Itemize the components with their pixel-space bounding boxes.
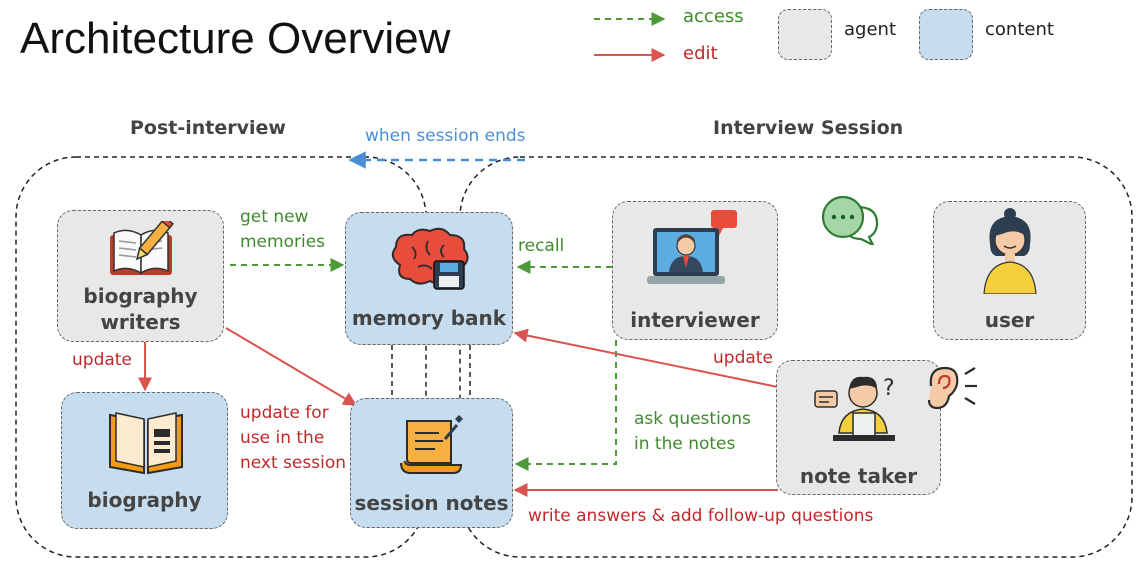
update-for-next-session-line3: next session bbox=[240, 453, 346, 473]
svg-text:?: ? bbox=[883, 376, 895, 401]
legend-content-label: content bbox=[985, 19, 1054, 40]
update-memory-bank-label: update bbox=[713, 348, 773, 368]
listening-ear-icon bbox=[927, 366, 977, 410]
book-pencil-icon bbox=[110, 221, 175, 275]
memory-bank-label: memory bank bbox=[351, 306, 507, 330]
update-for-next-session-label: update for use in the next session bbox=[240, 401, 346, 476]
get-new-memories-line1: get new bbox=[240, 207, 309, 227]
ask-questions-label: ask questions in the notes bbox=[634, 407, 751, 457]
biography-writers-line2: writers bbox=[100, 310, 181, 334]
interviewer-label: interviewer bbox=[630, 308, 760, 332]
update-biography-label: update bbox=[72, 350, 132, 370]
ask-questions-line2: in the notes bbox=[634, 434, 736, 454]
user-node[interactable]: user bbox=[933, 201, 1086, 340]
session-notes-node[interactable]: session notes bbox=[350, 398, 513, 528]
user-woman-icon bbox=[983, 208, 1037, 294]
memory-bank-node[interactable]: memory bank bbox=[345, 212, 513, 345]
interviewer-laptop-icon bbox=[647, 210, 737, 284]
scroll-icon bbox=[400, 415, 463, 474]
biography-label: biography bbox=[87, 488, 202, 512]
note-taker-node[interactable]: ? note taker bbox=[776, 360, 941, 495]
when-session-ends-label: when session ends bbox=[365, 126, 526, 146]
biography-writers-line1: biography bbox=[83, 284, 198, 308]
interviewer-node[interactable]: interviewer bbox=[612, 201, 778, 340]
legend-content-swatch bbox=[919, 9, 973, 60]
post-interview-region bbox=[15, 156, 427, 558]
interview-session-title: Interview Session bbox=[713, 117, 904, 139]
legend-agent-swatch bbox=[778, 9, 832, 60]
ask-questions-line1: ask questions bbox=[634, 409, 751, 429]
note-taker-icon: ? bbox=[814, 376, 895, 441]
legend-access-label: access bbox=[683, 6, 744, 27]
biography-writers-node[interactable]: biography writers bbox=[57, 210, 224, 342]
legend-agent-label: agent bbox=[844, 19, 896, 40]
write-answers-label: write answers & add follow-up questions bbox=[528, 506, 874, 526]
recall-label: recall bbox=[518, 236, 565, 256]
brain-disk-icon bbox=[391, 227, 469, 290]
biography-writers-label: biography writers bbox=[58, 283, 223, 335]
session-notes-label: session notes bbox=[354, 491, 509, 515]
open-book-icon bbox=[109, 412, 183, 475]
legend-edit-label: edit bbox=[683, 43, 718, 64]
chat-bubbles-icon bbox=[821, 195, 879, 245]
interview-session-region bbox=[459, 156, 1133, 558]
get-new-memories-label: get new memories bbox=[240, 205, 325, 255]
update-for-next-session-line2: use in the bbox=[240, 428, 325, 448]
note-taker-label: note taker bbox=[799, 464, 918, 488]
update-session-notes-arrow bbox=[225, 327, 358, 406]
update-memory-bank-arrow bbox=[513, 328, 779, 388]
user-label: user bbox=[984, 308, 1035, 332]
ask-questions-arrow bbox=[514, 340, 617, 471]
update-for-next-session-line1: update for bbox=[240, 403, 329, 423]
get-new-memories-line2: memories bbox=[240, 232, 326, 252]
page-title: Architecture Overview bbox=[20, 14, 451, 63]
post-interview-title: Post-interview bbox=[130, 117, 286, 139]
biography-node[interactable]: biography bbox=[61, 392, 228, 529]
